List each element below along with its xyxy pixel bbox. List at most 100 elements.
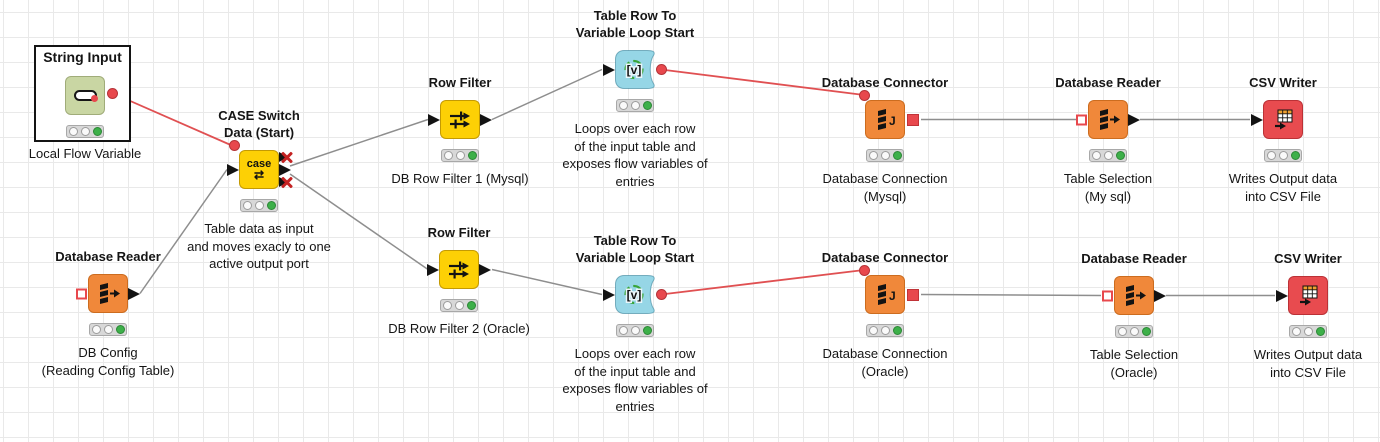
db-stack-icon: J: [878, 283, 896, 305]
node-row-filter-oracle[interactable]: Row Filter DB Row Filter 2 (Oracle): [388, 225, 530, 336]
data-input-port[interactable]: [227, 163, 239, 176]
node-comment: Loops over each row of the input table a…: [562, 346, 708, 414]
node-loop-start-mysql[interactable]: Table Row To Variable Loop Start [v] Loo…: [562, 8, 707, 189]
row-filter-icon: [439, 250, 479, 289]
database-connection-input-port[interactable]: [1076, 114, 1087, 125]
traffic-light: [240, 199, 278, 212]
traffic-light: [866, 324, 904, 337]
data-output-port[interactable]: [1128, 113, 1140, 126]
row-filter-icon: [440, 100, 480, 139]
connection-dbconfig-to-case[interactable]: [139, 169, 228, 294]
flow-variable-input-port[interactable]: [858, 264, 870, 276]
node-title: Database Reader: [1081, 251, 1187, 266]
database-connector-icon: J: [865, 275, 905, 314]
node-database-connector-oracle[interactable]: Database Connector J Database Connection…: [822, 250, 948, 379]
node-title: CASE Switch Data (Start): [218, 108, 300, 140]
flow-variable-input-port[interactable]: [229, 140, 240, 151]
loop-start-shape: [v]: [615, 275, 655, 314]
node-title: Database Reader: [55, 249, 161, 264]
node-title: Database Connector: [821, 250, 949, 265]
data-input-port[interactable]: [603, 288, 615, 301]
database-connection-output-port[interactable]: [907, 288, 919, 301]
connection-case-to-rowfilter2[interactable]: [289, 173, 429, 271]
filter-arrows-icon: [449, 261, 469, 278]
data-input-port[interactable]: [603, 63, 615, 76]
traffic-light: [441, 149, 479, 162]
traffic-light: [1115, 325, 1153, 338]
database-connection-output-port[interactable]: [907, 113, 919, 126]
table-arrow-icon: [1275, 109, 1293, 129]
connection-rowfilter1-to-loop1[interactable]: [491, 68, 603, 121]
database-connection-input-port[interactable]: [1102, 290, 1113, 301]
node-string-input[interactable]: Local Flow Variable: [29, 76, 141, 161]
node-database-reader-mysql[interactable]: Database Reader Table Selection (My sql): [1055, 75, 1161, 204]
node-csv-writer-mysql[interactable]: CSV Writer Writes Output data into CSV F…: [1229, 75, 1337, 204]
database-connection-input-port[interactable]: [76, 288, 87, 299]
node-comment: DB Row Filter 2 (Oracle): [388, 321, 530, 336]
case-switch-icon: case⇄: [239, 150, 279, 189]
node-comment: DB Row Filter 1 (Mysql): [391, 171, 529, 186]
data-output-port[interactable]: [1154, 289, 1166, 302]
db-stack-arrow-icon: [100, 282, 120, 304]
node-title: Table Row To Variable Loop Start: [575, 8, 695, 40]
node-database-reader-oracle[interactable]: Database Reader Table Selection (Oracle): [1081, 251, 1187, 380]
db-stack-icon: J: [878, 108, 896, 130]
database-reader-icon: [88, 274, 128, 313]
connection-loop1-to-connector1[interactable]: [660, 68, 865, 96]
node-csv-writer-oracle[interactable]: CSV Writer Writes Output data into CSV F…: [1254, 251, 1362, 380]
variable-icon-text: [v]: [627, 288, 642, 302]
node-title: Database Reader: [1055, 75, 1161, 90]
node-row-filter-mysql[interactable]: Row Filter DB Row Filter 1 (Mysql): [391, 75, 528, 186]
svg-text:J: J: [889, 289, 896, 303]
annotation-title: String Input: [43, 49, 122, 65]
data-input-port[interactable]: [1276, 289, 1288, 302]
connection-stringinput-to-case[interactable]: [111, 92, 234, 147]
node-case-switch[interactable]: CASE Switch Data (Start) case⇄ Table dat…: [187, 108, 331, 271]
traffic-light: [866, 149, 904, 162]
loop-start-icon: [v]: [615, 50, 655, 89]
flow-variable-mini-dot: [90, 95, 98, 102]
database-connector-icon: J: [865, 100, 905, 139]
data-input-port[interactable]: [428, 113, 440, 126]
node-comment: Database Connection (Mysql): [822, 171, 948, 204]
data-output-port[interactable]: [279, 163, 291, 176]
inactive-port-x-icon: [280, 176, 293, 189]
node-comment: Local Flow Variable: [28, 146, 142, 161]
traffic-light: [1089, 149, 1127, 162]
flow-variable-output-port[interactable]: [655, 289, 667, 300]
data-input-port[interactable]: [1251, 113, 1263, 126]
node-database-reader-config[interactable]: Database Reader DB Config (Reading Confi…: [42, 249, 175, 378]
node-database-connector-mysql[interactable]: Database Connector J Database Connection…: [822, 75, 948, 204]
table-arrow-icon: [1300, 285, 1318, 305]
node-title: Table Row To Variable Loop Start: [575, 233, 695, 265]
flow-variable-input-port[interactable]: [858, 89, 870, 101]
connection-connector2-to-reader2[interactable]: [920, 293, 1102, 297]
swap-arrows-icon: ⇄: [253, 167, 265, 182]
flow-variable-output-port[interactable]: [655, 64, 667, 75]
node-title: Database Connector: [821, 75, 949, 90]
node-title: CSV Writer: [1274, 251, 1342, 266]
node-comment: Table Selection (My sql): [1063, 171, 1153, 204]
data-output-port[interactable]: [128, 287, 140, 300]
node-comment: Loops over each row of the input table a…: [562, 121, 708, 189]
data-input-port[interactable]: [427, 263, 439, 276]
connection-rowfilter2-to-loop2[interactable]: [491, 268, 603, 296]
traffic-light: [89, 323, 127, 336]
node-comment: Writes Output data into CSV File: [1253, 347, 1363, 380]
svg-text:J: J: [889, 114, 896, 128]
database-reader-icon: [1088, 100, 1128, 139]
node-loop-start-oracle[interactable]: Table Row To Variable Loop Start [v] Loo…: [562, 233, 707, 414]
node-title: Row Filter: [427, 225, 491, 240]
data-output-port[interactable]: [479, 263, 491, 276]
data-output-port[interactable]: [480, 113, 492, 126]
traffic-light: [616, 99, 654, 112]
loop-start-icon: [v]: [615, 275, 655, 314]
db-stack-arrow-icon: [1100, 108, 1120, 130]
traffic-light: [1289, 325, 1327, 338]
connection-case-to-rowfilter1[interactable]: [289, 118, 429, 167]
loop-arrows-icon: [624, 284, 644, 305]
connection-loop2-to-connector2[interactable]: [660, 269, 865, 296]
flow-variable-output-port[interactable]: [106, 87, 118, 99]
